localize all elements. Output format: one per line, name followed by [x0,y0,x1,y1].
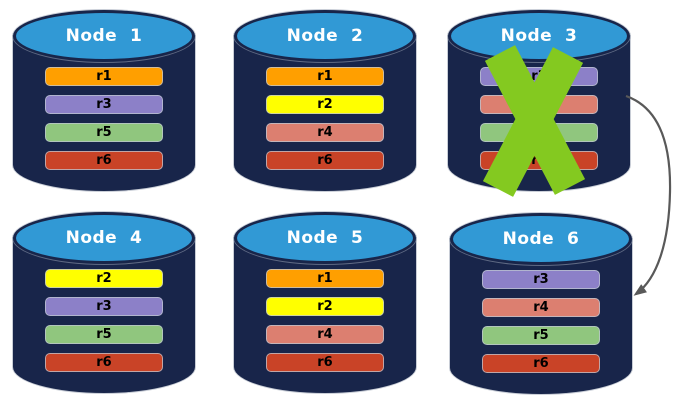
replica-list: r2 r3 r5 r6 [45,269,163,372]
replica-label: r2 [317,299,333,314]
db-node-6: Node 6 r3 r4 r5 r6 [450,213,632,394]
replica-bar-r4: r4 [482,298,600,317]
replica-label: r2 [96,271,112,286]
replica-list: r3 r4 r5 r6 [482,270,600,373]
replica-label: r5 [96,327,112,342]
replica-bar-r4: r4 [266,325,384,344]
replica-bar-r3: r3 [45,95,163,114]
replica-label: r1 [96,69,112,84]
replica-bar-r6: r6 [45,151,163,170]
db-node-5: Node 5 r1 r2 r4 r6 [234,212,416,393]
replica-bar-r2: r2 [266,297,384,316]
replica-label: r3 [96,299,112,314]
replica-bar-r6: r6 [266,353,384,372]
replica-label: r6 [317,355,333,370]
replica-label: r2 [317,97,333,112]
node-title: Node 2 [286,26,364,46]
node-title: Node 1 [65,26,143,46]
replica-label: r1 [317,271,333,286]
replica-label: r6 [531,153,547,168]
db-cylinder-top: Node 3 [448,10,630,62]
db-cylinder-top: Node 1 [13,10,195,62]
replica-bar-r2: r2 [45,269,163,288]
replica-label: r6 [317,153,333,168]
replica-bar-r6: r6 [45,353,163,372]
replica-label: r5 [533,328,549,343]
replica-label: r4 [317,125,333,140]
db-node-2: Node 2 r1 r2 r4 r6 [234,10,416,191]
replica-label: r6 [96,355,112,370]
replica-bar-r4: r4 [266,123,384,142]
replica-bar-r5: r5 [480,123,598,142]
db-node-4: Node 4 r2 r3 r5 r6 [13,212,195,393]
replica-bar-r5: r5 [45,123,163,142]
failover-arrow [625,94,672,296]
replica-bar-r1: r1 [266,67,384,86]
db-node-3: Node 3 r3 r4 r5 r6 [448,10,630,191]
replica-label: r1 [317,69,333,84]
replica-bar-r3: r3 [45,297,163,316]
node-title: Node 5 [286,228,364,248]
replica-list: r1 r2 r4 r6 [266,67,384,170]
replica-bar-r3: r3 [482,270,600,289]
replica-label: r3 [533,272,549,287]
replica-list: r3 r4 r5 r6 [480,67,598,170]
replica-label: r6 [96,153,112,168]
replica-label: r4 [533,300,549,315]
db-node-1: Node 1 r1 r3 r5 r6 [13,10,195,191]
replica-label: r3 [531,69,547,84]
replica-bar-r1: r1 [266,269,384,288]
node-title: Node 6 [502,229,580,249]
replica-list: r1 r3 r5 r6 [45,67,163,170]
db-cylinder-top: Node 4 [13,212,195,264]
replica-label: r5 [96,125,112,140]
replica-label: r6 [533,356,549,371]
replica-bar-r6: r6 [480,151,598,170]
replica-bar-r4: r4 [480,95,598,114]
db-cylinder-top: Node 5 [234,212,416,264]
db-cylinder-top: Node 2 [234,10,416,62]
replica-bar-r6: r6 [482,354,600,373]
replica-bar-r2: r2 [266,95,384,114]
replica-label: r4 [531,97,547,112]
replica-bar-r5: r5 [482,326,600,345]
replica-label: r4 [317,327,333,342]
replica-bar-r1: r1 [45,67,163,86]
replica-list: r1 r2 r4 r6 [266,269,384,372]
replica-bar-r5: r5 [45,325,163,344]
node-title: Node 3 [500,26,578,46]
replica-label: r5 [531,125,547,140]
node-title: Node 4 [65,228,143,248]
replica-label: r3 [96,97,112,112]
replica-bar-r3: r3 [480,67,598,86]
db-cylinder-top: Node 6 [450,213,632,265]
replica-bar-r6: r6 [266,151,384,170]
